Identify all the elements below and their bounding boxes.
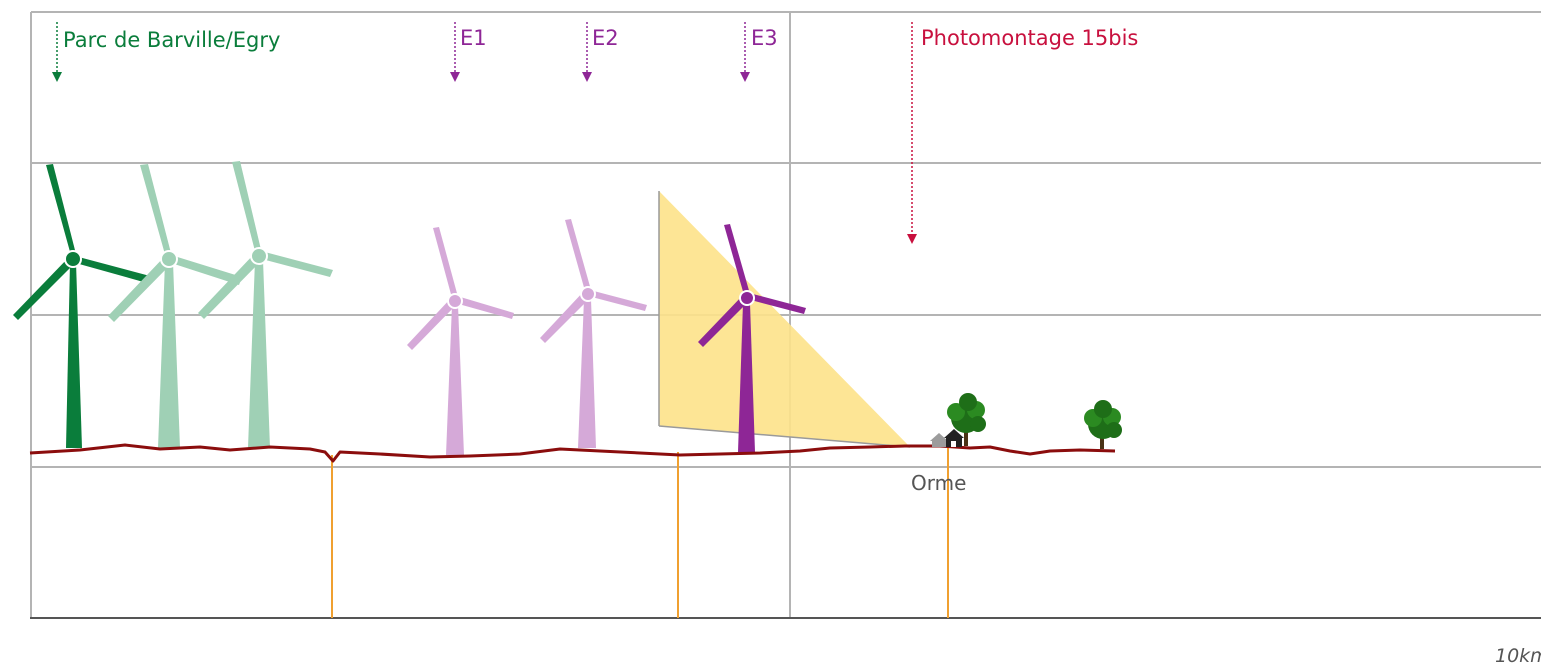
- arrow-down-icon: [52, 22, 62, 82]
- scale-label: 10km: [1495, 645, 1541, 666]
- grid: [30, 11, 1541, 618]
- sightline-edge: [658, 425, 911, 448]
- arrow-down-icon: [740, 22, 750, 82]
- turbine-e2-label: E2: [592, 26, 619, 50]
- house-icon: [930, 429, 964, 447]
- tree-icon: [947, 393, 986, 446]
- turbine-e1-label: E1: [460, 26, 487, 50]
- turbine-barville-3: [198, 161, 333, 448]
- terrain-profile: [29, 443, 1116, 463]
- turbine-barville-1: [13, 164, 150, 448]
- turbine-e2: [540, 219, 647, 448]
- turbine-e1: [407, 227, 514, 455]
- village-label: Orme: [911, 471, 966, 495]
- arrow-down-icon: [907, 22, 917, 244]
- turbine-barville-2: [108, 164, 242, 448]
- photomontage-label: Photomontage 15bis: [921, 26, 1138, 50]
- turbine-e3: [698, 224, 806, 452]
- distance-markers: [331, 446, 949, 618]
- arrow-down-icon: [450, 22, 460, 82]
- park-label: Parc de Barville/Egry: [63, 28, 280, 52]
- arrow-down-icon: [582, 22, 592, 82]
- tree-icon: [1084, 400, 1122, 449]
- sightline-triangle: [659, 191, 910, 447]
- turbine-e3-label: E3: [751, 26, 778, 50]
